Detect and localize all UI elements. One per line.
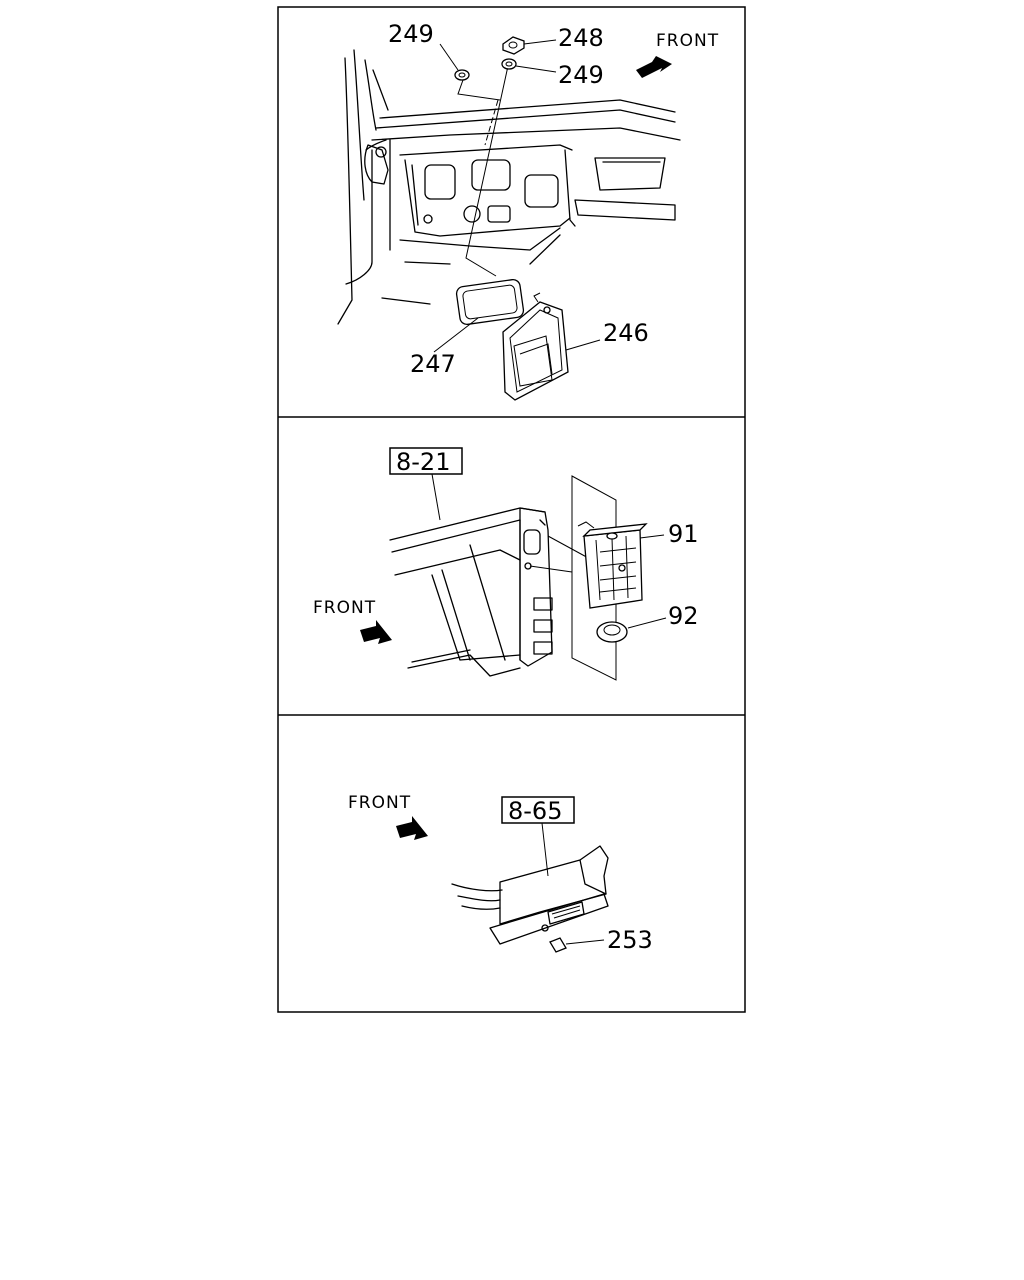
callout-249-left: 249 [388, 20, 434, 48]
callout-248: 248 [558, 24, 604, 52]
ref-box-8-21 [389, 447, 463, 475]
washer-249-left [454, 69, 470, 81]
callout-92: 92 [668, 602, 699, 630]
ref-label-8-21: 8-21 [396, 448, 450, 476]
panel-bottom: FRONT 8-65 253 [348, 793, 653, 954]
panel-middle: 8-21 [313, 447, 699, 681]
nut-248 [502, 36, 525, 55]
harness-bracket-drawing [451, 845, 609, 945]
ref-label-8-65: 8-65 [508, 797, 562, 825]
front-arrow-top [636, 56, 672, 78]
module-246 [502, 292, 569, 401]
callout-91: 91 [668, 520, 699, 548]
vehicle-body-drawing [337, 49, 681, 325]
front-arrow-middle [360, 620, 392, 644]
callout-253: 253 [607, 926, 653, 954]
callout-246: 246 [603, 319, 649, 347]
gasket-247 [455, 278, 525, 326]
callout-247: 247 [410, 350, 456, 378]
diagram-border [277, 6, 746, 1013]
grommet-92 [596, 621, 628, 643]
clip-253 [549, 937, 567, 953]
callout-249-right: 249 [558, 61, 604, 89]
front-label-top: FRONT [656, 31, 719, 51]
mounting-bracket-drawing [389, 507, 573, 677]
mounting-plane [571, 475, 617, 681]
washer-249-right [501, 58, 517, 70]
ref-box-8-65 [501, 796, 575, 824]
front-label-middle: FRONT [313, 598, 376, 618]
panel-top: 249 248 249 247 246 FRONT [337, 20, 719, 401]
relay-box-91 [577, 521, 648, 609]
front-arrow-bottom [396, 816, 428, 840]
front-label-bottom: FRONT [348, 793, 411, 813]
